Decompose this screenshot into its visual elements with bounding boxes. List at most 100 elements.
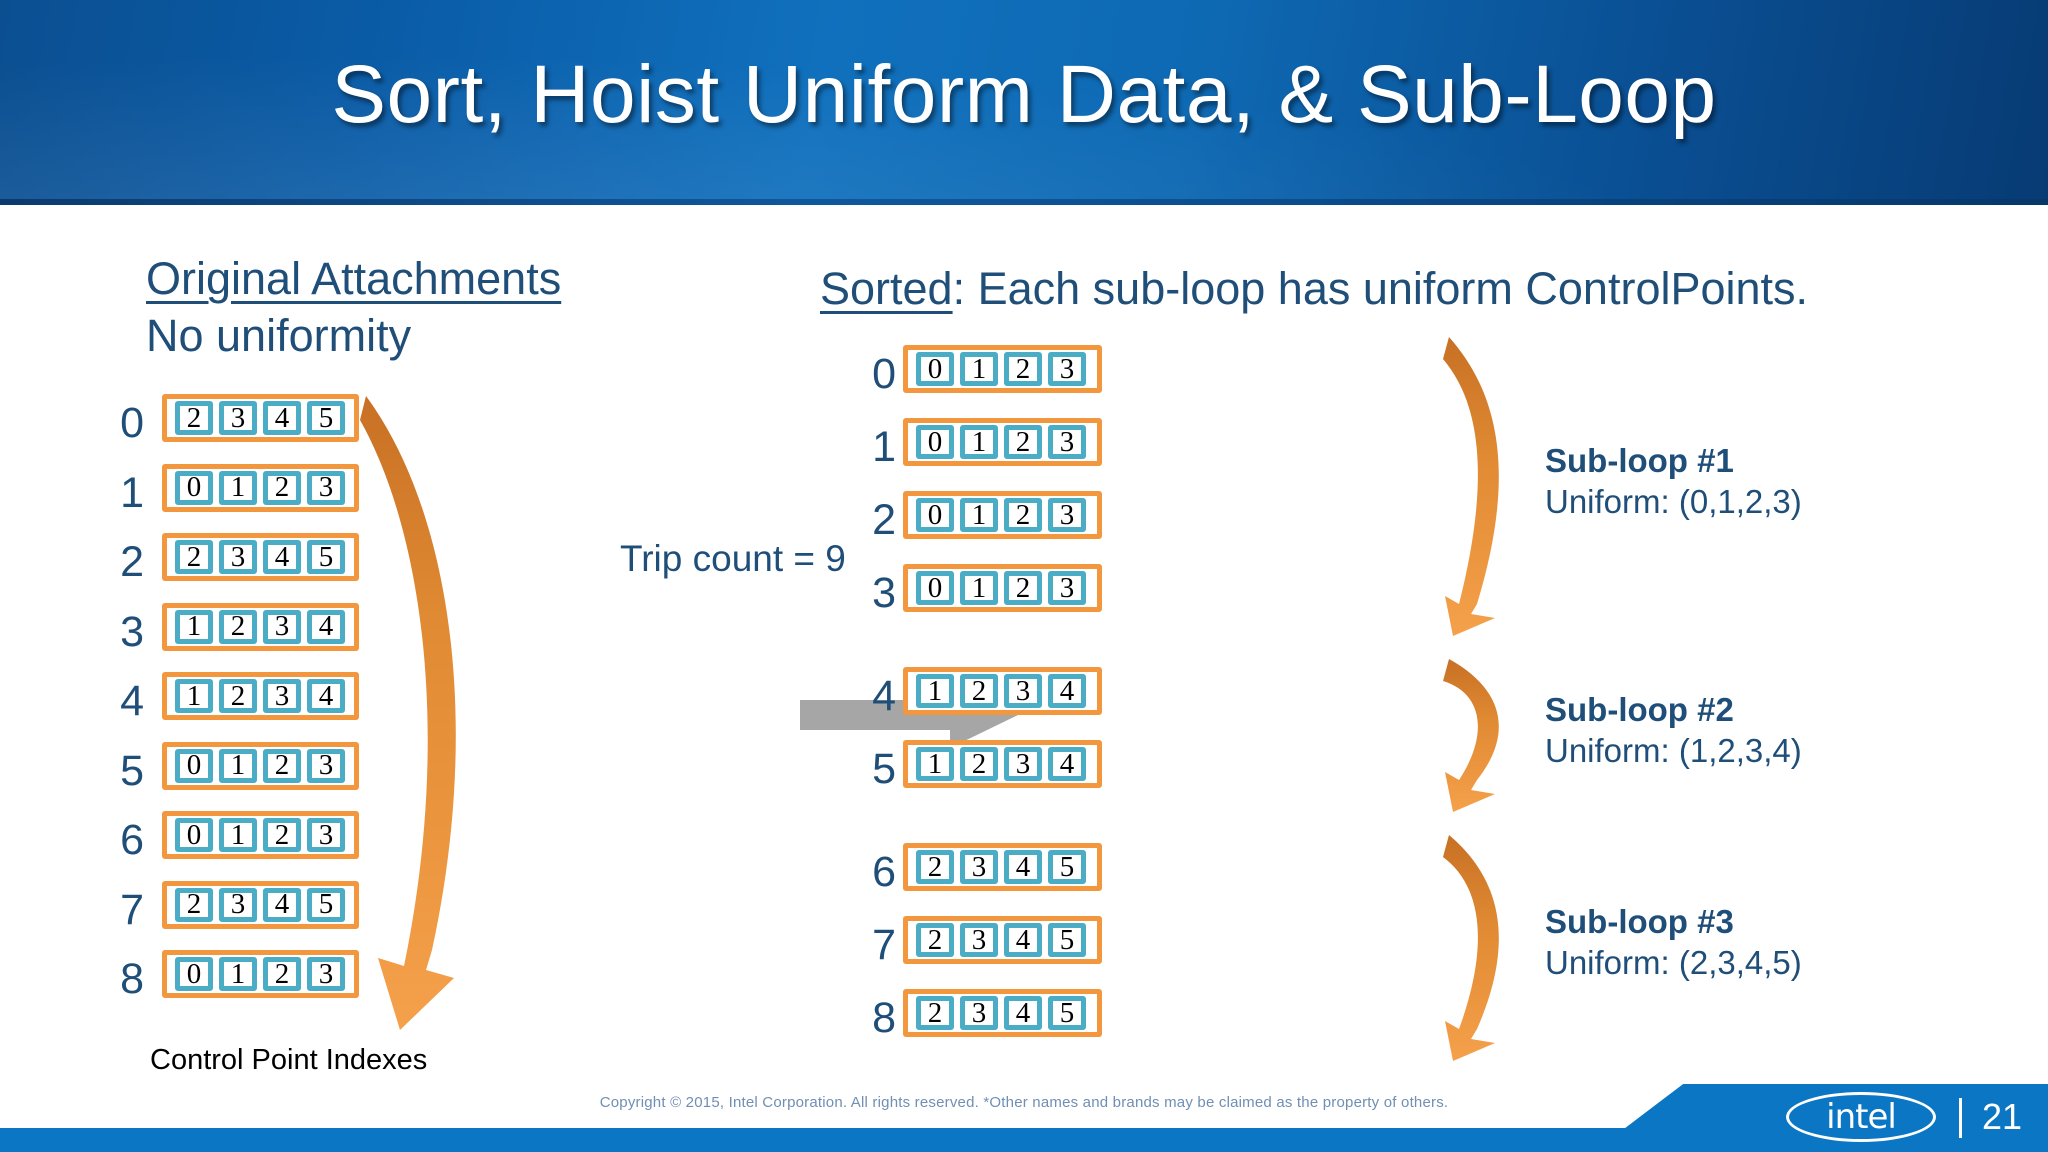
control-point-cell: 1 [175,609,213,644]
control-point-cell: 3 [307,818,345,852]
sub-loop-uniform: Uniform: (2,3,4,5) [1545,944,1802,982]
control-point-cell: 3 [263,679,301,713]
control-point-cell: 3 [1048,425,1086,459]
control-point-cell: 3 [1004,747,1042,781]
control-point-cell: 4 [263,401,301,435]
control-point-cell: 3 [960,996,998,1030]
control-point-cell: 0 [175,748,213,783]
control-point-cell: 2 [1004,571,1042,605]
control-point-cell: 2 [263,748,301,783]
page-number: 21 [1981,1096,2022,1137]
title-banner: Sort, Hoist Uniform Data, & Sub-Loop [0,0,2048,205]
control-point-cell: 4 [1004,996,1042,1030]
control-point-cell: 2 [219,609,257,644]
control-point-cell: 0 [175,818,213,852]
row-index-label: 8 [120,955,144,1003]
row-index-label: 3 [120,607,144,656]
control-point-cell: 2 [263,957,301,991]
control-point-cell: 3 [1004,674,1042,708]
row-index-label: 5 [872,745,896,793]
intel-logo-icon: intel [1786,1092,1936,1142]
control-point-cell: 5 [1048,923,1086,957]
control-point-cell: 1 [219,470,257,505]
sub-loop-uniform: Uniform: (0,1,2,3) [1545,482,1802,520]
row-index-label: 6 [872,848,896,896]
control-point-cell: 3 [219,887,257,922]
row-index-label: 7 [872,921,896,969]
control-point-cell: 0 [916,571,954,605]
sub-loop-title: Sub-loop #3 [1545,903,1734,940]
right-panel-heading-sorted: Sorted [820,263,953,314]
control-point-cell: 2 [916,996,954,1030]
control-point-cell: 0 [175,470,213,505]
control-point-cell: 2 [175,887,213,922]
control-point-cell: 3 [307,748,345,783]
row-index-label: 1 [872,423,896,471]
footer-badge-shape [1593,1084,2048,1152]
control-point-cell: 3 [307,957,345,991]
control-point-cell: 3 [219,540,257,574]
control-point-cell: 5 [1048,996,1086,1030]
row-index-label: 0 [120,399,144,447]
control-point-cell: 4 [307,679,345,713]
sub-loop-label: Sub-loop #3 Uniform: (2,3,4,5) [1545,901,1802,984]
control-point-cell: 2 [175,540,213,574]
control-point-cell: 4 [263,540,301,574]
slide-title: Sort, Hoist Uniform Data, & Sub-Loop [331,49,1717,140]
sub-loop-title: Sub-loop #1 [1545,441,1734,479]
right-panel-heading-rest: : Each sub-loop has uniform ControlPoint… [952,263,1809,314]
control-point-cell: 0 [175,957,213,991]
loop-arrow-icon [360,396,456,1030]
control-point-cell: 2 [960,674,998,708]
right-panel-heading: Sorted: Each sub-loop has uniform Contro… [820,265,1808,312]
control-point-cell: 1 [219,748,257,783]
row-index-label: 5 [120,746,144,795]
control-point-cell: 2 [175,401,213,435]
control-point-cell: 2 [1004,425,1042,459]
row-index-label: 2 [120,538,144,586]
control-point-cell: 3 [960,923,998,957]
control-point-cell: 3 [960,850,998,884]
row-index-label: 3 [872,569,896,617]
control-point-cell: 1 [960,498,998,532]
control-point-cell: 4 [307,609,345,644]
control-point-cell: 1 [916,674,954,708]
control-point-cell: 2 [1004,498,1042,532]
control-point-cell: 5 [307,540,345,574]
sub-loop-arrow-icon [1443,835,1499,1061]
sub-loop-arrow-icon [1443,337,1499,636]
control-point-cell: 1 [219,957,257,991]
control-point-indexes-caption: Control Point Indexes [150,1044,428,1076]
control-point-cell: 3 [1048,498,1086,532]
control-point-cell: 2 [916,923,954,957]
left-panel-subheading: No uniformity [146,310,412,361]
control-point-cell: 0 [916,425,954,459]
control-point-cell: 2 [960,747,998,781]
row-index-label: 1 [120,468,144,517]
control-point-cell: 4 [1048,747,1086,781]
control-point-cell: 1 [960,425,998,459]
control-point-cell: 4 [263,887,301,922]
control-point-cell: 5 [307,401,345,435]
row-index-label: 6 [120,816,144,864]
control-point-cell: 0 [916,498,954,532]
footer-badge: intel 21 [1408,1084,2048,1152]
control-point-cell: 3 [219,401,257,435]
control-point-cell: 2 [263,818,301,852]
trip-count-label: Trip count = 9 [620,538,846,579]
